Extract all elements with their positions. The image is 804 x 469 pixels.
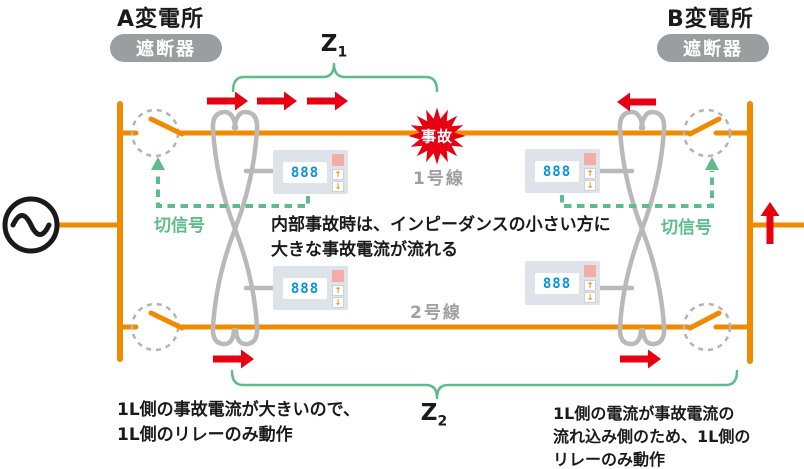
- breaker-a-line2-blade: [148, 310, 185, 331]
- bottom-right-note: 1L側の電流が事故電流の 流れ込み側のため、1L側の リレーのみ動作: [553, 402, 750, 469]
- bottom-left-note-line1: 1L側の事故電流が大きいので、: [117, 400, 360, 420]
- breaker-b-line1-blade: [687, 116, 722, 137]
- z1-main: Z: [320, 31, 338, 57]
- circuit-breakers: [130, 108, 732, 352]
- line2-label: 2号線: [410, 303, 462, 323]
- trip-path-a: [156, 171, 310, 208]
- bottom-left-note: 1L側の事故電流が大きいので、 1L側のリレーのみ動作: [117, 398, 360, 448]
- breaker-b-line2-icon: [682, 302, 732, 352]
- breaker-a-line2-icon: [130, 302, 180, 352]
- bottom-left-note-line2: 1L側のリレーのみ動作: [117, 425, 293, 445]
- trip-path-b: [560, 171, 714, 208]
- z1-label: Z1: [321, 31, 347, 61]
- up-arrow-icon: ↑: [332, 285, 344, 296]
- up-arrow-icon: ↑: [332, 169, 344, 180]
- breaker-b-line2-blade: [687, 310, 722, 331]
- relay-indicator-lamp: [584, 153, 596, 165]
- center-note-line1: 内部事故時は、インピーダンスの小さい方に: [271, 215, 611, 235]
- relay-indicator-lamp: [332, 154, 344, 166]
- ct-twisted-loops: [210, 109, 667, 347]
- line1-label: 1号線: [413, 169, 465, 189]
- relay-display: 888: [535, 161, 579, 182]
- fault-burst-icon: [408, 107, 466, 165]
- fault-label: 事故: [420, 127, 454, 146]
- down-arrow-icon: ↓: [332, 297, 344, 308]
- current-arrow-line2-a: [213, 349, 254, 369]
- current-arrow-line1-a2: [257, 91, 297, 111]
- relay-display: 888: [535, 273, 579, 294]
- trip-signal-label-b: 切信号: [661, 218, 712, 238]
- breaker-badge-b: 遮断器: [657, 34, 769, 62]
- relay-display: 888: [283, 162, 327, 183]
- relay-a-line2: 888 ↑ ↓: [273, 266, 348, 310]
- current-arrow-line1-b-left: [617, 92, 656, 112]
- relay-display: 888: [283, 278, 327, 299]
- z2-label: Z2: [421, 400, 447, 430]
- substation-a-title: A変電所: [117, 7, 205, 32]
- trip-signal-paths: [151, 157, 719, 208]
- relay-indicator-lamp: [332, 270, 344, 282]
- relay-b-line2: 888 ↑ ↓: [525, 261, 600, 305]
- down-arrow-icon: ↓: [332, 181, 344, 192]
- ac-source-icon: [2, 196, 60, 254]
- current-arrows: [207, 91, 780, 369]
- breaker-a-line1-icon: [130, 108, 180, 158]
- up-arrow-icon: ↑: [584, 280, 596, 291]
- substation-b-title: B変電所: [667, 7, 754, 32]
- up-arrow-icon: ↑: [584, 168, 596, 179]
- bottom-right-note-line3: リレーのみ動作: [553, 450, 666, 469]
- current-arrow-bus-b-up: [760, 202, 780, 244]
- bottom-right-note-line1: 1L側の電流が事故電流の: [553, 404, 735, 423]
- ct-b-loop-icon: [617, 109, 667, 347]
- z2-sub: 2: [437, 413, 448, 430]
- impedance-braces: [230, 62, 739, 400]
- breaker-b-line1-icon: [682, 108, 732, 158]
- center-note: 内部事故時は、インピーダンスの小さい方に 大きな事故電流が流れる: [271, 213, 611, 263]
- trip-arrowhead-b: [705, 157, 719, 170]
- relay-b-line1: 888 ↑ ↓: [525, 149, 600, 193]
- down-arrow-icon: ↓: [584, 180, 596, 191]
- z1-brace: [231, 62, 439, 93]
- down-arrow-icon: ↓: [584, 292, 596, 303]
- z2-main: Z: [420, 400, 438, 426]
- z1-sub: 1: [337, 44, 348, 61]
- relay-a-line1: 888 ↑ ↓: [273, 150, 348, 194]
- current-arrow-line2-b: [620, 349, 661, 369]
- relay-indicator-lamp: [584, 265, 596, 277]
- breaker-a-line1-blade: [148, 116, 185, 137]
- current-arrow-line1-a3: [307, 91, 348, 111]
- trip-arrowhead-a: [151, 157, 165, 170]
- center-note-line2: 大きな事故電流が流れる: [271, 240, 458, 260]
- z2-brace: [230, 369, 739, 400]
- ct-a-loop-icon: [210, 109, 260, 347]
- trip-signal-label-a: 切信号: [154, 216, 205, 236]
- bottom-right-note-line2: 流れ込み側のため、1L側の: [553, 427, 751, 446]
- current-arrow-line1-a1: [207, 91, 248, 111]
- breaker-badge-a: 遮断器: [110, 34, 222, 62]
